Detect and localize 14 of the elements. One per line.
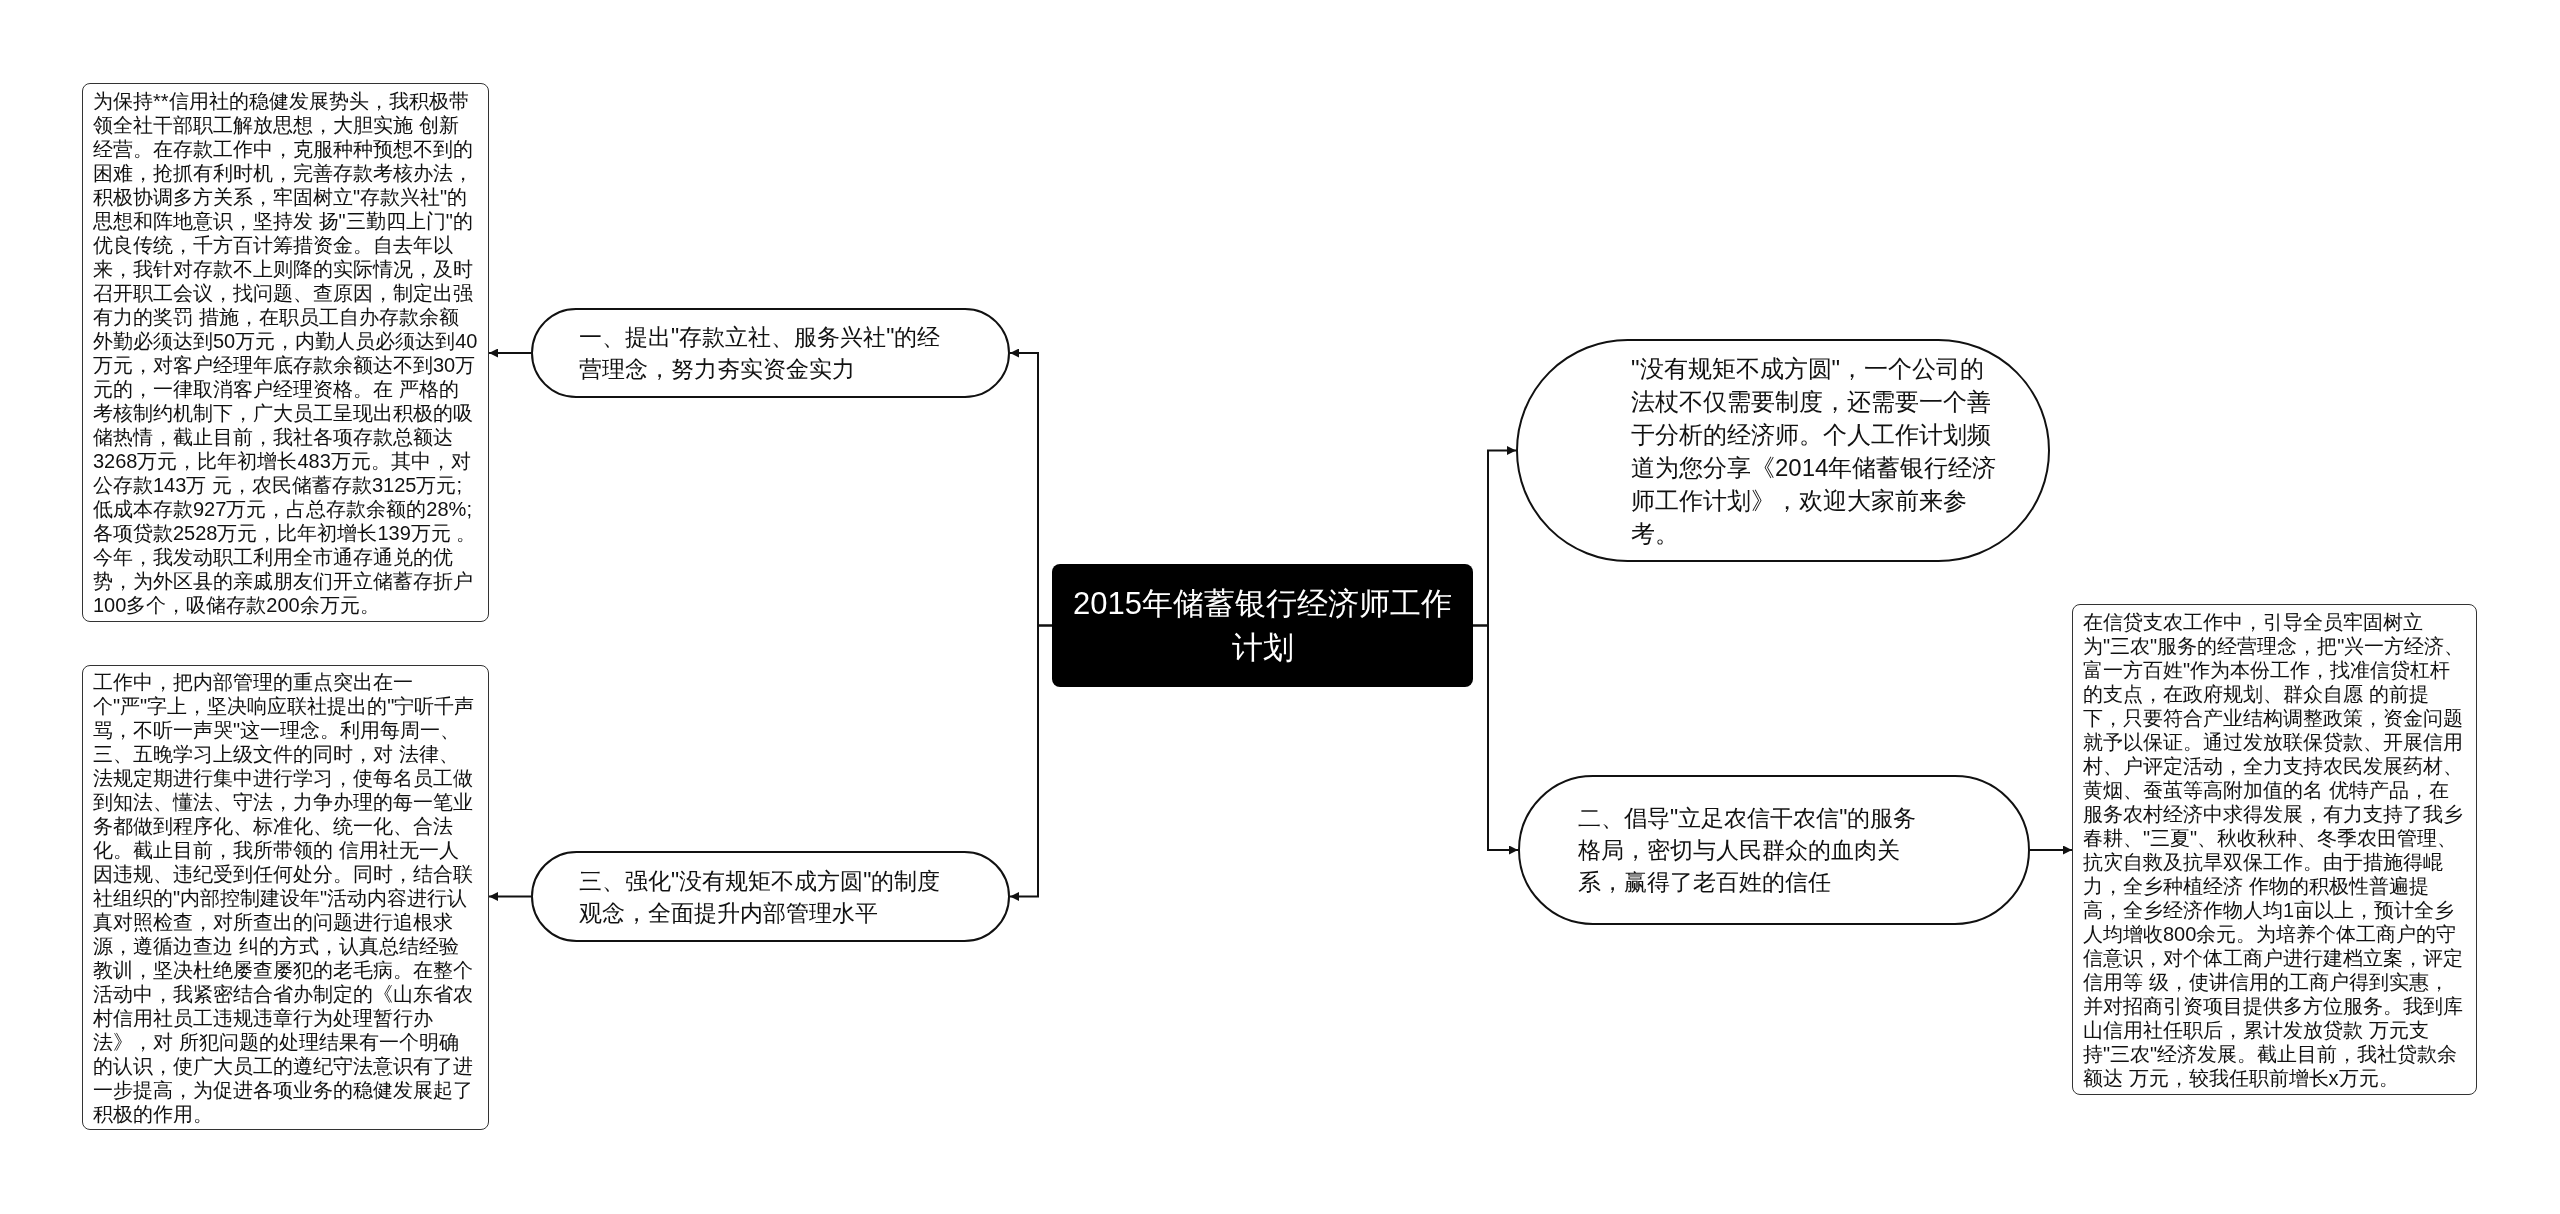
central-topic-node bbox=[1052, 564, 1473, 687]
branch-text: "没有规矩不成方圆"，一个公司的法杖不仅需要制度，还需要一个善于分析的经济师。个人工作计划频道为您分享《2014年储蓄银行经济师工作计划》，欢迎大家前来参考。 bbox=[1631, 353, 1998, 549]
topic-title: 2015年储蓄银行经济师工作计划 bbox=[1072, 584, 1453, 667]
branch-text: 一、提出"存款立社、服务兴社"的经营理念，努力夯实资金实力 bbox=[579, 323, 942, 384]
connector-arrow bbox=[488, 892, 532, 901]
connector-arrow bbox=[1009, 624, 1053, 901]
note-text: 为保持**信用社的稳健发展势头，我积极带领全社干部职工解放思想，大胆实施 创新经营。在存款工作中，克服种种预想不到的困难，抢抓有利时机，完善存款考核办法，积极协调多方关系，牢固树立"存款兴社"的思想和阵地意识，坚持发 扬"三勤四上门"的优良传统，千方百计筹措资金。自去年以来，我针对存款不上则降的实际情况，及时召开职工会议，找问题、查原因，制定出强有力的奖罚 措施，在职员工自办存款余额外勤必须达到50万元，内勤人员必须达到40万元，对客户经理年底存款余额达不到30万元的，一律取消客户经理资格。在 严格的考核制约机制下，广大员工呈现出积极的吸储热情，截止目前，我社各项存款总额达3268万元，比年初增长483万元。其中，对公存款143万 元，农民储蓄存款3125万元;低成本存款927万元，占总存款余额的28%;各项贷款2528万元，比年初增长139万元 。今年，我发动职工利用全市通存通兑的优势，为外区县的亲戚朋友们开立储蓄存折户100多个，吸储存款200余万元。 bbox=[93, 88, 478, 617]
note-text: 工作中，把内部管理的重点突出在一个"严"字上，坚决响应联社提出的"宁听千声骂，不听一声哭"这一理念。利用每周一、三、五晚学习上级文件的同时，对 法律、法规定期进行集中进行学习，使每名员工做到知法、懂法、守法，力争办理的每一笔业务都做到程序化、标准化、统一化、合法化。截止目前，我所带领的 信用社无一人因违规、违纪受到任何处分。同时，结合联社组织的"内部控制建设年"活动内容进行认真对照检查，对所查出的问题进行追根求源，遵循边查边 纠的方式，认真总结经验教训，坚决杜绝屡查屡犯的老毛病。在整个活动中，我紧密结合省办制定的《山东省农村信用社员工违规违章行为处理暂行办法》，对 所犯问题的处理结果有一个明确的认识，使广大员工的遵纪守法意识有了进一步提高，为促进各项业务的稳健发展起了积极的作用。 bbox=[93, 669, 476, 1126]
connector-arrow bbox=[1472, 624, 1519, 855]
branch-text: 二、倡导"立足农信干农信"的服务格局，密切与人民群众的血肉关系，赢得了老百姓的信任 bbox=[1578, 804, 1918, 897]
connector-arrow bbox=[2029, 845, 2073, 855]
connector-arrow bbox=[488, 348, 532, 358]
branch-text: 三、强化"没有规矩不成方圆"的制度观念，全面提升内部管理水平 bbox=[579, 866, 942, 928]
note-text: 在信贷支农工作中，引导全员牢固树立为"三农"服务的经营理念，把"兴一方经济、富一方百姓"作为本份工作，找准信贷杠杆的支点，在政府规划、群众自愿 的前提下，只要符合产业结构调整政策，资金问题就予以保证。通过发放联保贷款、开展信用村、户评定活动，全力支持农民发展药材、黄烟、蚕茧等高附加值的名 优特产品，在服务农村经济中求得发展，有力支持了我乡春耕、"三夏"、秋收秋种、冬季农田管理、抗灾自救及抗旱双保工作。由于措施得崐力，全乡种植经济 作物的积极性普遍提高，全乡经济作物人均1亩以上，预计全乡人均增收800余元。为培养个体工商户的守信意识，对个体工商户进行建档立案，评定信用等 级，使讲信用的工商户得到实惠，并对招商引资项目提供多方位服务。我到库山信用社任职后，累计发放贷款 万元支持"三农"经济发展。截止目前，我社贷款余额达 万元，较我任职前增长x万元。 bbox=[2083, 609, 2466, 1090]
